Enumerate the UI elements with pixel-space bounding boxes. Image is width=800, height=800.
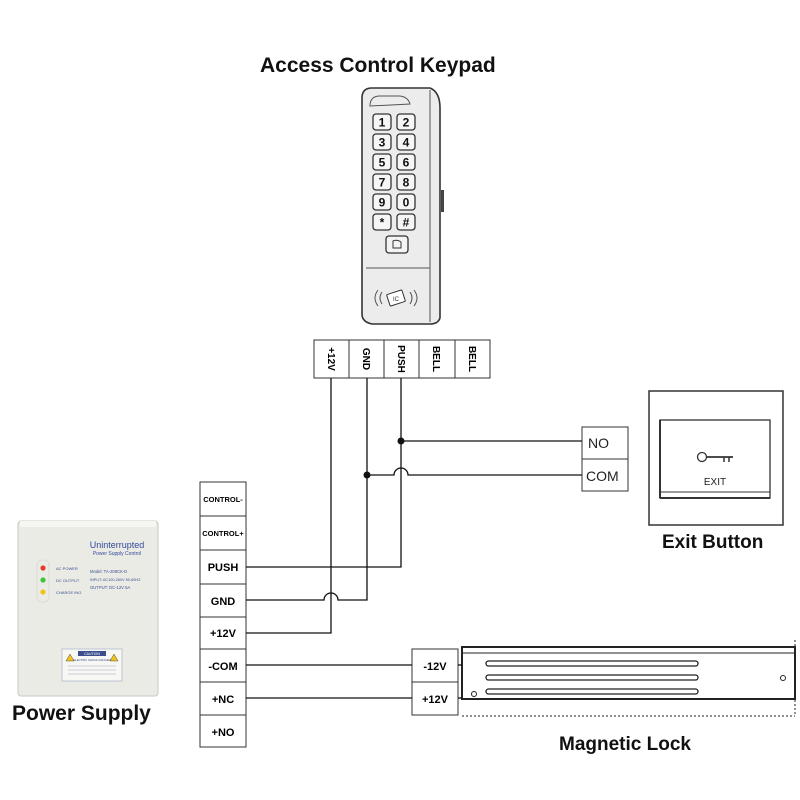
keypad-key: 0: [396, 193, 416, 211]
psu-terminal-12v: +12V: [210, 628, 237, 640]
keypad-key-label: 6: [403, 156, 410, 170]
wire-12v: [246, 378, 332, 634]
junction-push: [397, 437, 405, 445]
psu-device-title: Uninterrupted: [90, 540, 145, 550]
keypad-key-label: 0: [403, 196, 410, 210]
led-charging: [40, 589, 46, 595]
keypad-key-label: 2: [403, 116, 410, 130]
keypad-key: 7: [372, 173, 392, 191]
lock-terminal-plus-12v: +12V: [422, 694, 449, 706]
led-label-charging: CHARGE ING: [56, 590, 81, 595]
lock-terminal-minus-12v: -12V: [423, 661, 447, 673]
keypad-key-label: 7: [379, 176, 386, 190]
keypad-terminal-push: PUSH: [395, 345, 406, 373]
junction-gnd: [363, 471, 371, 479]
psu-terminal-gnd: GND: [211, 596, 236, 608]
led-label-dc-output: DC OUTPUT: [56, 578, 80, 583]
psu-terminal-nc: +NC: [212, 694, 234, 706]
psu-terminal-no: +NO: [212, 727, 235, 739]
keypad-key: 6: [396, 153, 416, 171]
wire-gnd: [246, 475, 368, 601]
rfid-reader-icon: IC: [374, 289, 418, 307]
power-supply-title: Power Supply: [12, 702, 151, 725]
exit-button-title: Exit Button: [662, 532, 764, 553]
magnetic-lock-device: [461, 640, 796, 717]
keypad-key-grid: 1 2 3 4 5 6 7 8 9 0 * #: [372, 113, 416, 231]
keypad-key: 5: [372, 153, 392, 171]
exit-terminal-no: NO: [588, 435, 609, 451]
psu-input: INPUT: AC100-260V 50-60HZ: [90, 578, 141, 582]
keypad-key-label: *: [380, 216, 385, 230]
power-supply-terminal-block: CONTROL- CONTROL+ PUSH GND +12V -COM +NC…: [199, 481, 247, 748]
keypad-key: 8: [396, 173, 416, 191]
keypad-key-label: 4: [403, 136, 410, 150]
psu-caution: CAUTION: [84, 652, 100, 656]
keypad-key-label: 5: [379, 156, 386, 170]
keypad-terminal-12v: +12V: [325, 347, 336, 371]
wiring: [246, 378, 582, 699]
magnetic-lock-title: Magnetic Lock: [559, 734, 691, 755]
keypad-key-label: 8: [403, 176, 410, 190]
keypad-terminal-bell-2: BELL: [466, 346, 477, 372]
led-dc-output: [40, 577, 46, 583]
keypad-terminal-block: +12V GND PUSH BELL BELL: [313, 339, 491, 379]
keypad-key: 9: [372, 193, 392, 211]
wire-push: [246, 378, 402, 568]
rfid-reader-label: IC: [393, 297, 400, 303]
exit-button-label: EXIT: [704, 477, 726, 488]
keypad-key: 3: [372, 133, 392, 151]
exit-button-device: EXIT: [648, 390, 784, 526]
psu-terminal-control-plus: CONTROL+: [202, 529, 244, 538]
psu-output: OUTPUT: DC-12V 5A: [90, 585, 130, 590]
psu-terminal-control-minus: CONTROL-: [203, 495, 243, 504]
keypad-key-label: 9: [379, 196, 386, 210]
keypad-key-label: 3: [379, 136, 386, 150]
keypad-terminal-bell-1: BELL: [430, 346, 441, 372]
psu-model: Model: TA-208CK-D: [90, 569, 127, 574]
keypad-key: #: [396, 213, 416, 231]
key-icon: [696, 451, 733, 463]
keypad-title: Access Control Keypad: [260, 54, 496, 77]
psu-terminal-push: PUSH: [208, 562, 239, 574]
keypad-key-label: #: [403, 216, 410, 230]
exit-button-terminal-block: NO COM: [581, 426, 629, 492]
wire-exit-com: [366, 378, 582, 476]
unlock-key-icon: [385, 235, 409, 254]
keypad-key: *: [372, 213, 392, 231]
keypad-key: 4: [396, 133, 416, 151]
magnetic-lock-terminal-block: -12V +12V: [411, 648, 459, 716]
keypad-key: 2: [396, 113, 416, 131]
led-label-ac-power: AC POWER: [56, 566, 78, 571]
keypad-terminal-gnd: GND: [360, 348, 371, 370]
psu-caution-sub: ELECTRIC SHOCK DANGER: [73, 658, 110, 662]
keypad-key-label: 1: [379, 116, 386, 130]
led-ac-power: [40, 565, 46, 571]
keypad-key: 1: [372, 113, 392, 131]
psu-terminal-com: -COM: [208, 661, 237, 673]
psu-device-subtitle: Power Supply Control: [93, 551, 141, 557]
exit-terminal-com: COM: [586, 468, 619, 484]
power-supply-device: Uninterrupted Power Supply Control AC PO…: [17, 520, 159, 697]
